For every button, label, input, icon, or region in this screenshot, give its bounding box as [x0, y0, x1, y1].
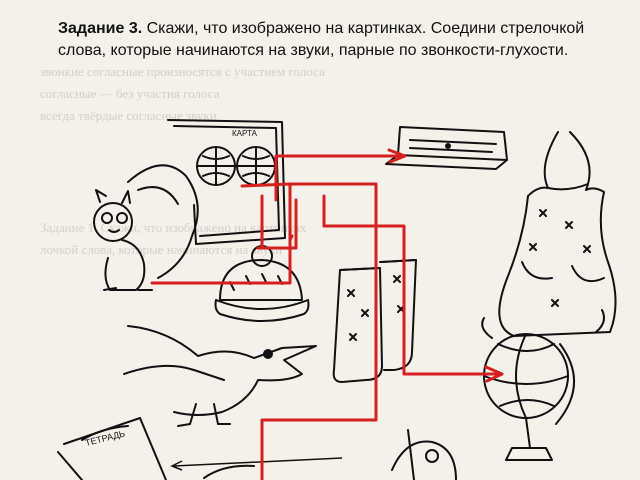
squirrel-picture — [93, 164, 199, 291]
task-number: Задание 3. — [58, 20, 143, 37]
pencil-case-picture — [385, 126, 508, 170]
answer-lines — [150, 148, 504, 480]
bleed-through-text: звонкие согласные произносятся с участие… — [40, 64, 325, 79]
bleed-through-text: согласные — без участия голоса — [40, 86, 220, 101]
hat-picture — [214, 245, 310, 322]
arrow-to-pencil-case — [274, 154, 404, 202]
print-arrow — [170, 457, 343, 471]
boots-picture — [332, 259, 417, 383]
apron-picture — [481, 131, 617, 339]
globe-picture — [483, 333, 575, 461]
bottom-pictures — [203, 429, 457, 480]
bleed-through-text: лочкой слова, которые начинаются на звук… — [40, 242, 283, 257]
arrow-to-globe — [322, 224, 502, 376]
notebook-picture: ТЕТРАДЬ — [57, 417, 167, 480]
notebook-label: ТЕТРАДЬ — [84, 428, 126, 448]
map-label: КАРТА — [232, 129, 258, 138]
map-picture: КАРТА — [167, 119, 286, 245]
task-instruction: Задание 3. Скажи, что изображено на карт… — [58, 18, 628, 62]
crow-picture — [123, 325, 317, 427]
task-text: Скажи, что изображено на картинках. Соед… — [58, 20, 585, 59]
